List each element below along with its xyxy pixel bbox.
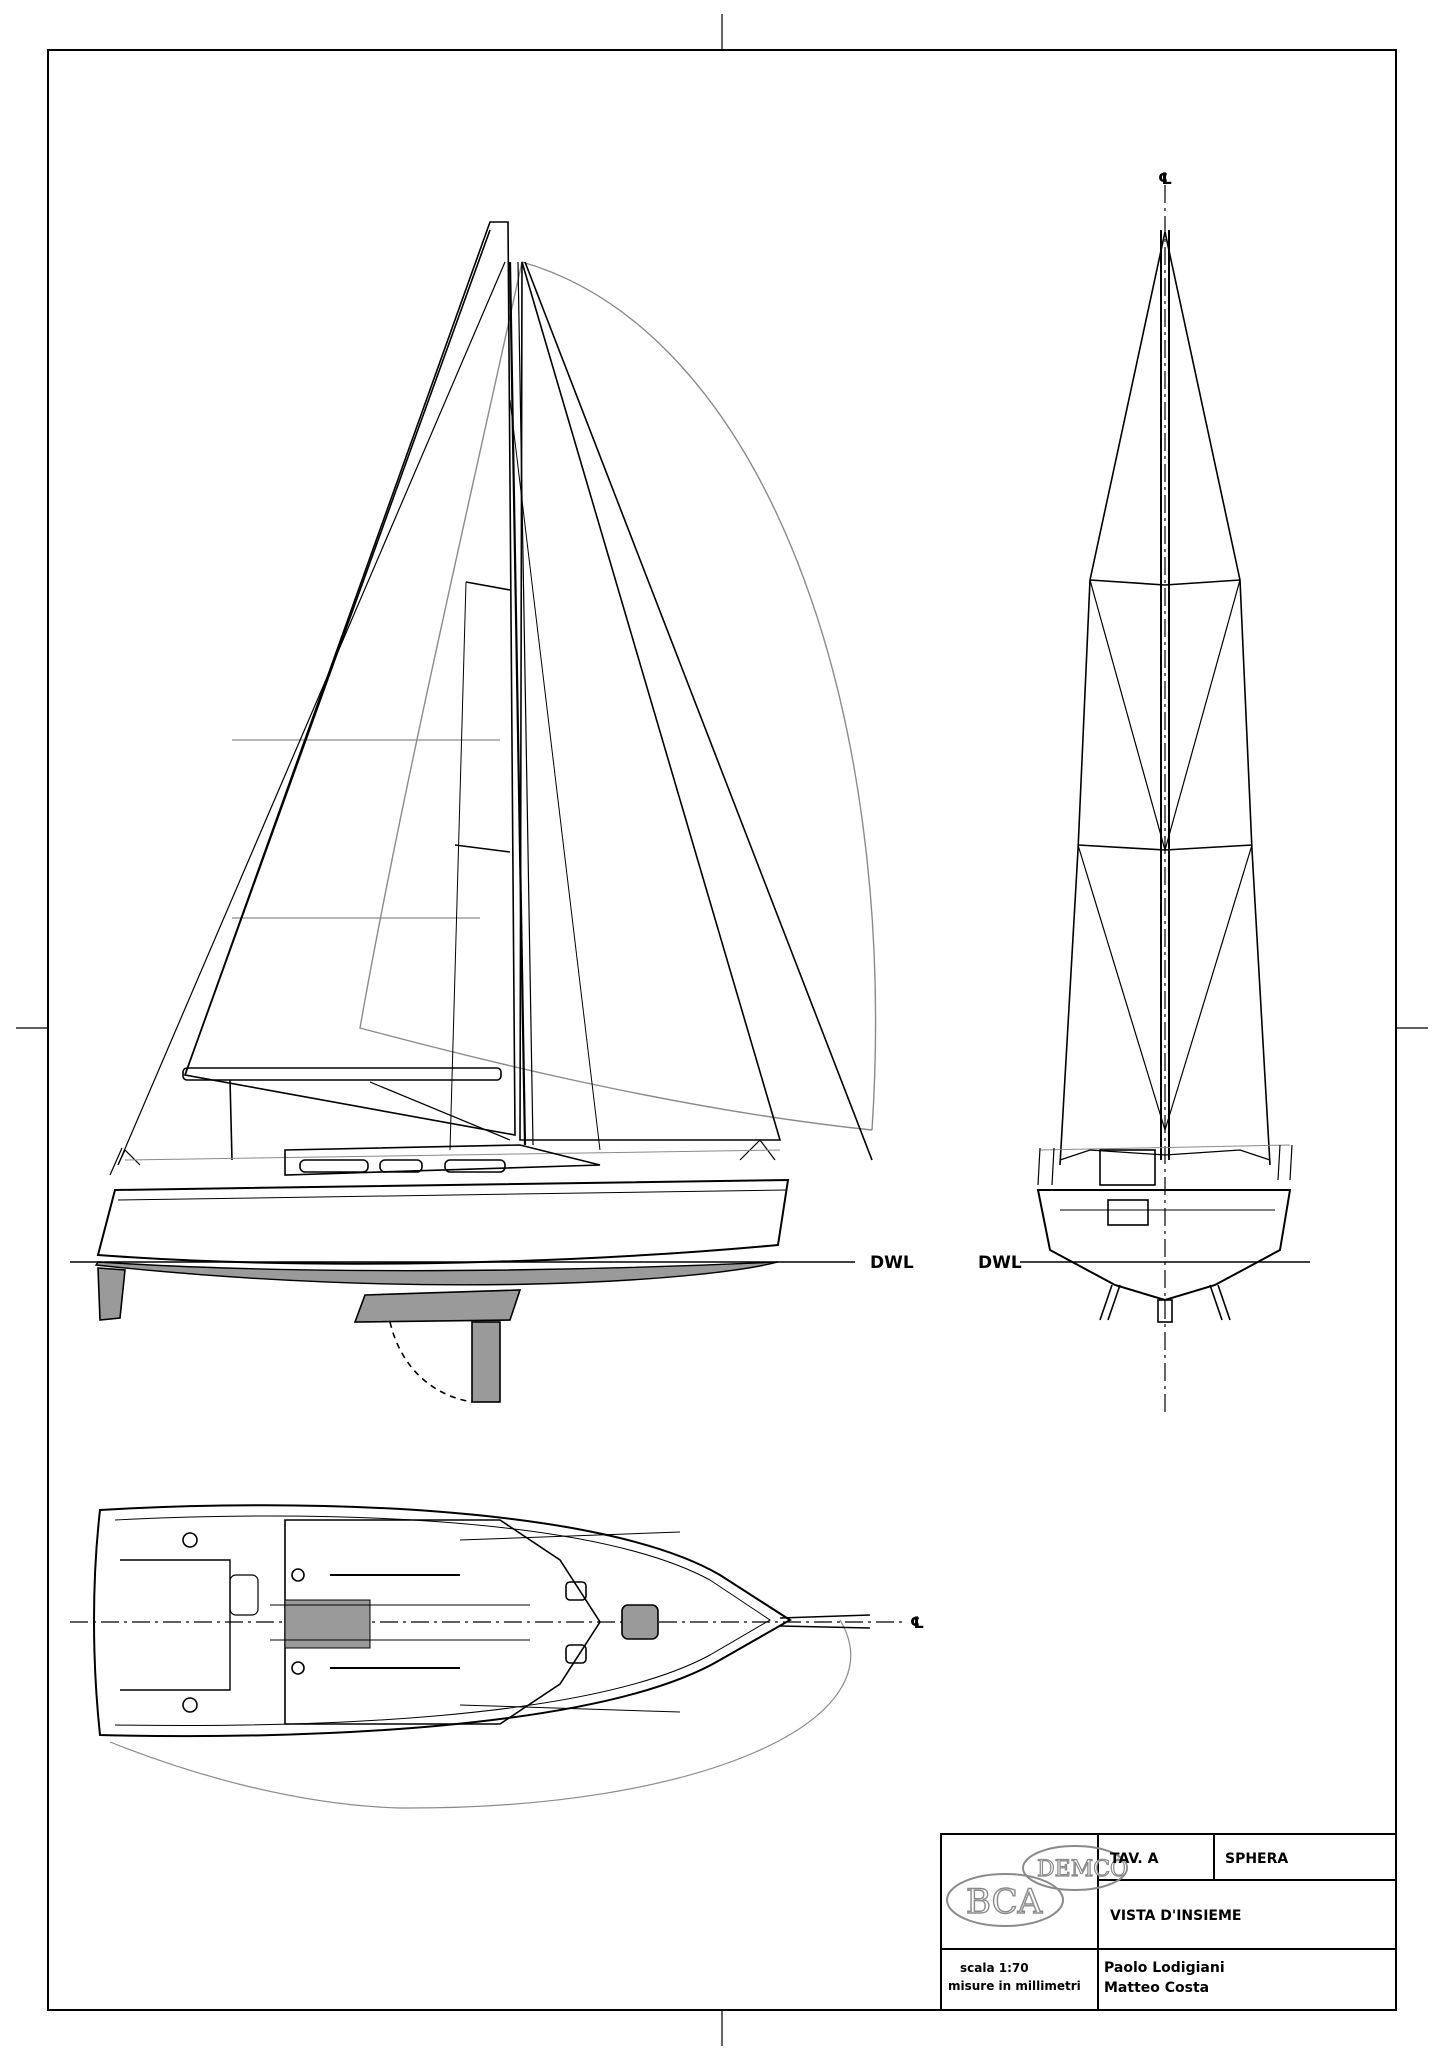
crop-marks — [16, 14, 1428, 2046]
spinnaker-outline — [521, 261, 877, 1131]
scale-text: scala 1:70 — [960, 1961, 1029, 1975]
hull-topsides — [96, 1178, 790, 1265]
window-3 — [444, 1159, 506, 1173]
dwl-label-front: DWL — [978, 1253, 1022, 1273]
mast — [508, 261, 527, 1146]
front-view — [1020, 185, 1310, 1415]
designer-1: Paolo Lodigiani — [1104, 1960, 1225, 1976]
designer-2: Matteo Costa — [1104, 1980, 1209, 1996]
coachroof-plan — [284, 1519, 601, 1725]
sheet-border — [47, 49, 1397, 2011]
genoa — [519, 261, 782, 1141]
window-2 — [379, 1159, 423, 1173]
boom — [182, 1067, 502, 1081]
cockpit — [120, 1559, 231, 1691]
backstay — [117, 261, 506, 1166]
rudder — [97, 1267, 126, 1321]
logo-secondary: DEMCO — [1037, 1857, 1128, 1882]
deck-plan-view — [70, 1504, 905, 1809]
keel-fin — [471, 1321, 501, 1403]
window-1 — [299, 1159, 369, 1173]
view-title: VISTA D'INSIEME — [1110, 1908, 1241, 1924]
centerline-symbol-right: ℄ — [910, 1613, 924, 1632]
hull-section — [1036, 1189, 1292, 1302]
hull-underbody — [94, 1261, 779, 1286]
dwl-label-side: DWL — [870, 1253, 914, 1273]
project-name: SPHERA — [1225, 1851, 1288, 1867]
coachroof — [284, 1144, 601, 1176]
logo-primary: BCA — [966, 1882, 1043, 1922]
mainsail — [183, 221, 516, 1136]
centerline-symbol-top: ℄ — [1158, 169, 1172, 188]
side-profile-view — [70, 221, 877, 1403]
deck-outline — [93, 1504, 792, 1738]
keel-bulb — [353, 1289, 522, 1323]
forehatch — [621, 1604, 659, 1640]
company-logo: DEMCO BCA — [946, 1845, 1129, 1927]
units-text: misure in millimetri — [948, 1979, 1081, 1993]
keel-swing-arc — [389, 1321, 473, 1403]
title-block — [940, 1833, 1397, 2011]
sheet-label: TAV. A — [1110, 1851, 1159, 1867]
